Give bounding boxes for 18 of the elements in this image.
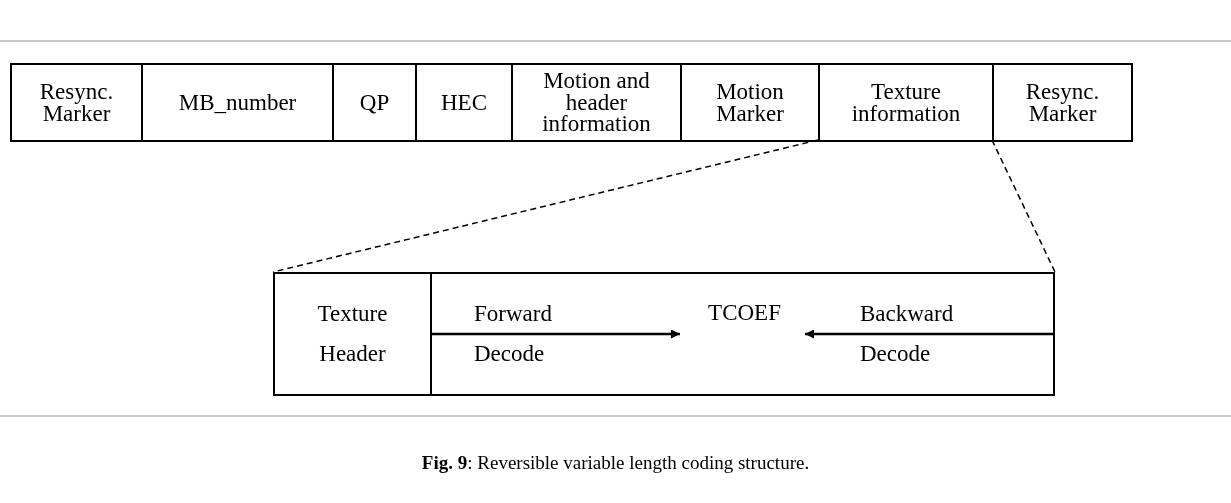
dashed-line xyxy=(272,139,819,273)
edge-label: Backward Decode xyxy=(860,300,954,368)
field-cell: QP xyxy=(332,63,417,142)
field-cell: Resync. Marker xyxy=(10,63,143,142)
arrow xyxy=(805,329,1053,339)
header-cell: Texture Header xyxy=(275,274,432,394)
field-cell: Motion and header information xyxy=(511,63,682,142)
field-cell: Motion Marker xyxy=(680,63,820,142)
arrow xyxy=(430,329,680,339)
field-cell: HEC xyxy=(415,63,513,142)
coefficient-label: TCOEF xyxy=(682,294,807,344)
edge-label: Forward Decode xyxy=(474,300,552,368)
field-cell: Texture information xyxy=(818,63,994,142)
packet-box xyxy=(273,272,1055,396)
figure-caption: Fig. 9: Reversible variable length coding structure. xyxy=(420,452,811,474)
field-cell: Resync. Marker xyxy=(992,63,1133,142)
field-cell: MB_number xyxy=(141,63,334,142)
dashed-line xyxy=(991,139,1056,273)
